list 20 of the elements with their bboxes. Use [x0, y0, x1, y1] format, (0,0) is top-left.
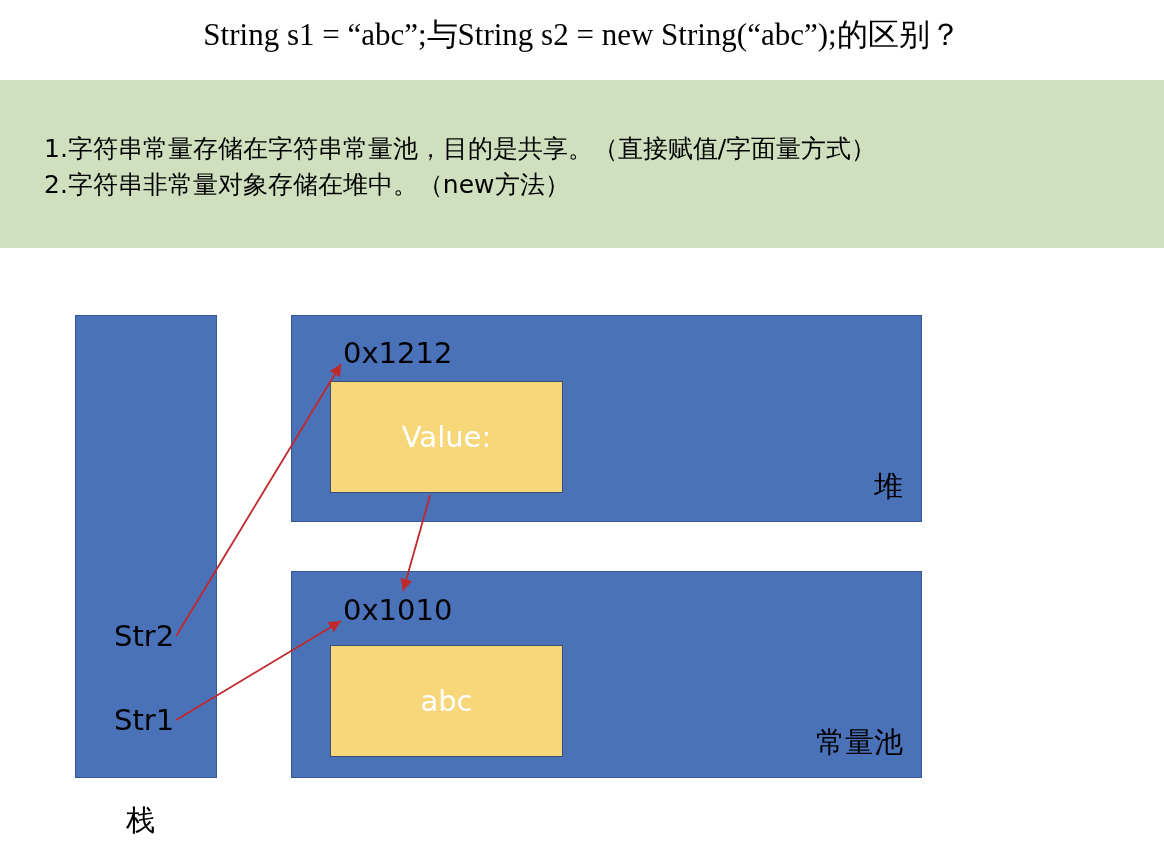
diagram-title: String s1 = “abc”;与String s2 = new String(“abc”);的区别？ [202, 16, 962, 54]
address-label: 0x1212 [343, 336, 453, 370]
variable-label: Str2 [114, 619, 175, 653]
memory-area-box [291, 315, 922, 522]
arrow [400, 494, 432, 592]
variable-label: Str1 [114, 703, 175, 737]
area-label: 常量池 [816, 724, 903, 761]
address-label: 0x1010 [343, 593, 453, 627]
memory-area-box [291, 571, 922, 778]
note-band [0, 80, 1164, 248]
note-text: 2.字符串非常量对象存储在堆中。（new方法） [44, 169, 570, 201]
value-box [330, 645, 563, 757]
value-text: abc [420, 684, 473, 718]
value-text: Value: [401, 420, 492, 454]
area-label: 栈 [126, 802, 155, 839]
area-label: 堆 [874, 468, 903, 505]
arrow [175, 620, 342, 721]
value-box [330, 381, 563, 493]
arrow [175, 363, 342, 637]
note-text: 1.字符串常量存储在字符串常量池，目的是共享。（直接赋值/字面量方式） [44, 133, 877, 165]
